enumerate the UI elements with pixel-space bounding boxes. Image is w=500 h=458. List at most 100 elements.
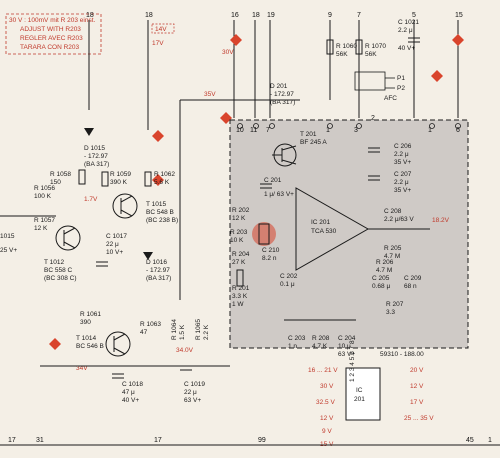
c207-volt: 35 V+ (394, 187, 411, 194)
r206-ref: R 206 (376, 259, 394, 266)
c201-val: 1 μ/ 63 V+ (264, 191, 294, 198)
ic201-opamp: IC 201 TCA 530 (295, 187, 370, 271)
tag-17v-b: 1.7V (84, 196, 98, 203)
lower-transistor-stage: R 1061 390 R 1063 47 R 1064 1.5 K R 1065… (40, 311, 230, 372)
top-pin-1: 18 (86, 12, 94, 19)
d201-ref: D 201 (270, 83, 288, 90)
c206-ref: C 206 (394, 143, 412, 150)
c1018-ref: C 1018 (122, 381, 143, 388)
r208-val: 4.7 K (312, 343, 328, 350)
c1017: C 1017 22 μ 10 V+ (96, 233, 127, 267)
note-line-1: 30 V : 100mV mit R 203 einst. (9, 17, 96, 24)
top-pin-7: 7 (357, 12, 361, 19)
c1015: 1015 25 V+ (0, 233, 17, 254)
r1061-ref: R 1061 (80, 311, 101, 318)
c208-val: 2.2 μ/63 V (384, 216, 414, 223)
module-pin-circles (237, 123, 461, 129)
r202-r203-r204-c210: R 202 12 K R 203 10 K R 204 27 K C 210 8… (230, 207, 280, 266)
marker-5 (220, 112, 232, 124)
c209-ref: C 209 (404, 275, 422, 282)
r203-adjust-highlight (252, 222, 276, 246)
bottom-pin-1: 17 (8, 437, 16, 444)
top-pin-8: 5 (412, 12, 416, 19)
d1016-type: (BA 317) (146, 275, 171, 282)
ic201-ref: IC 201 (311, 219, 331, 226)
t1014-ref: T 1014 (76, 335, 97, 342)
r201-c202: R 201 3.3 K 1 W C 202 0.1 μ (232, 269, 298, 308)
legend-right-4: 25 ... 35 V (404, 415, 434, 422)
r1064-val: 1.5 K (179, 324, 186, 340)
c1018-val: 47 μ (122, 389, 135, 396)
marker-2 (452, 34, 464, 46)
c1017-ref: C 1017 (106, 233, 127, 240)
ic201-type: TCA 530 (311, 228, 337, 235)
r1065-val: 2.2 K (203, 324, 210, 340)
c1018-c1019: C 1018 47 μ 40 V+ C 1019 22 μ 63 V+ (112, 365, 205, 404)
c1015-volt: 25 V+ (0, 247, 17, 254)
c205-val: 0.68 μ (372, 283, 390, 290)
d1016-ref: D 1016 (146, 259, 167, 266)
legend-right-3: 17 V (410, 399, 424, 406)
tag-34v: 34V (76, 365, 88, 372)
top-pin-5: 19 (267, 12, 275, 19)
module-part-number: 59310 - 188.00 (380, 351, 424, 358)
c210-val: 8.2 n (262, 255, 277, 262)
c208-ref: C 208 (384, 208, 402, 215)
c1021-volt: 40 V+ (398, 45, 415, 52)
note-line-3: REGLER AVEC R203 (20, 35, 83, 42)
r203-ref: R 203 (230, 229, 248, 236)
red-markers (49, 34, 464, 350)
c201-ref: C 201 (264, 177, 282, 184)
marker-4 (152, 130, 164, 142)
r1062-ref: R 1062 (154, 171, 175, 178)
c202-ref: C 202 (280, 273, 298, 280)
top-pin-3: 16 (231, 12, 239, 19)
c210-ref: C 210 (262, 247, 280, 254)
r1059-val: 390 K (110, 179, 128, 186)
c1015-ref: 1015 (0, 233, 15, 240)
c206-volt: 35 V+ (394, 159, 411, 166)
r208-ref: R 208 (312, 335, 330, 342)
top-pin-labels: 18 18 16 18 19 9 7 5 15 (86, 12, 463, 19)
c1021-val: 2.2 μ (398, 27, 413, 34)
r1059-ref: R 1059 (110, 171, 131, 178)
c1017-volt: 10 V+ (106, 249, 123, 256)
t1012: T 1012 BC 558 C (BC 308 C) (44, 225, 81, 282)
tag-35v: 35V (204, 91, 216, 98)
tag-30v: 30V (222, 49, 234, 56)
d201-type: (BA 317) (270, 99, 295, 106)
marker-3 (431, 70, 443, 82)
r1064-label: R 1064 (171, 319, 178, 340)
r202-ref: R 202 (232, 207, 250, 214)
tag-14v: 14V (155, 26, 167, 33)
tag-34v-b: 34.0V (176, 347, 194, 354)
r1060-r1070: R 1060 56K R 1070 56K P1 P2 AFC (326, 39, 405, 102)
t201-fet: T 201 BF 245 A (272, 131, 327, 167)
mod-pin-5: 3 (354, 127, 358, 134)
c204-val: 10 μ (338, 343, 351, 350)
c1017-val: 22 μ (106, 241, 119, 248)
r1065-label: R 1065 (195, 319, 202, 340)
r201-ref: R 201 (232, 285, 250, 292)
top-pin-9: 15 (455, 12, 463, 19)
d201: D 201 - 172.97 (BA 317) (270, 83, 295, 106)
mod-pin-2: 11 (250, 127, 257, 134)
mod-pin-7: 1 (428, 127, 432, 134)
marker-6 (152, 174, 164, 186)
bottom-pin-labels: 17 31 17 99 45 1 (0, 437, 500, 446)
note-line-4: TARARA CON R203 (20, 44, 80, 51)
r207-ref: R 207 (386, 301, 404, 308)
t1015-ref: T 1015 (146, 201, 167, 208)
mod-pin-3: 7 (266, 127, 270, 134)
r1060-ref: R 1060 (336, 43, 357, 50)
r207-val: 3.3 (386, 309, 395, 316)
d1015-code: - 172.97 (84, 153, 108, 160)
legend-left-5: 9 V (322, 428, 332, 435)
c204-ref: C 204 (338, 335, 356, 342)
t201-ref: T 201 (300, 131, 317, 138)
c205-c209-r207: C 205 0.68 μ C 209 68 n R 207 3.3 (372, 275, 422, 316)
c206-c207: C 206 2.2 μ 35 V+ C 207 2.2 μ 35 V+ (368, 143, 412, 194)
ic-legend-ref: IC (356, 387, 363, 394)
r1057-ref: R 1057 (34, 217, 55, 224)
